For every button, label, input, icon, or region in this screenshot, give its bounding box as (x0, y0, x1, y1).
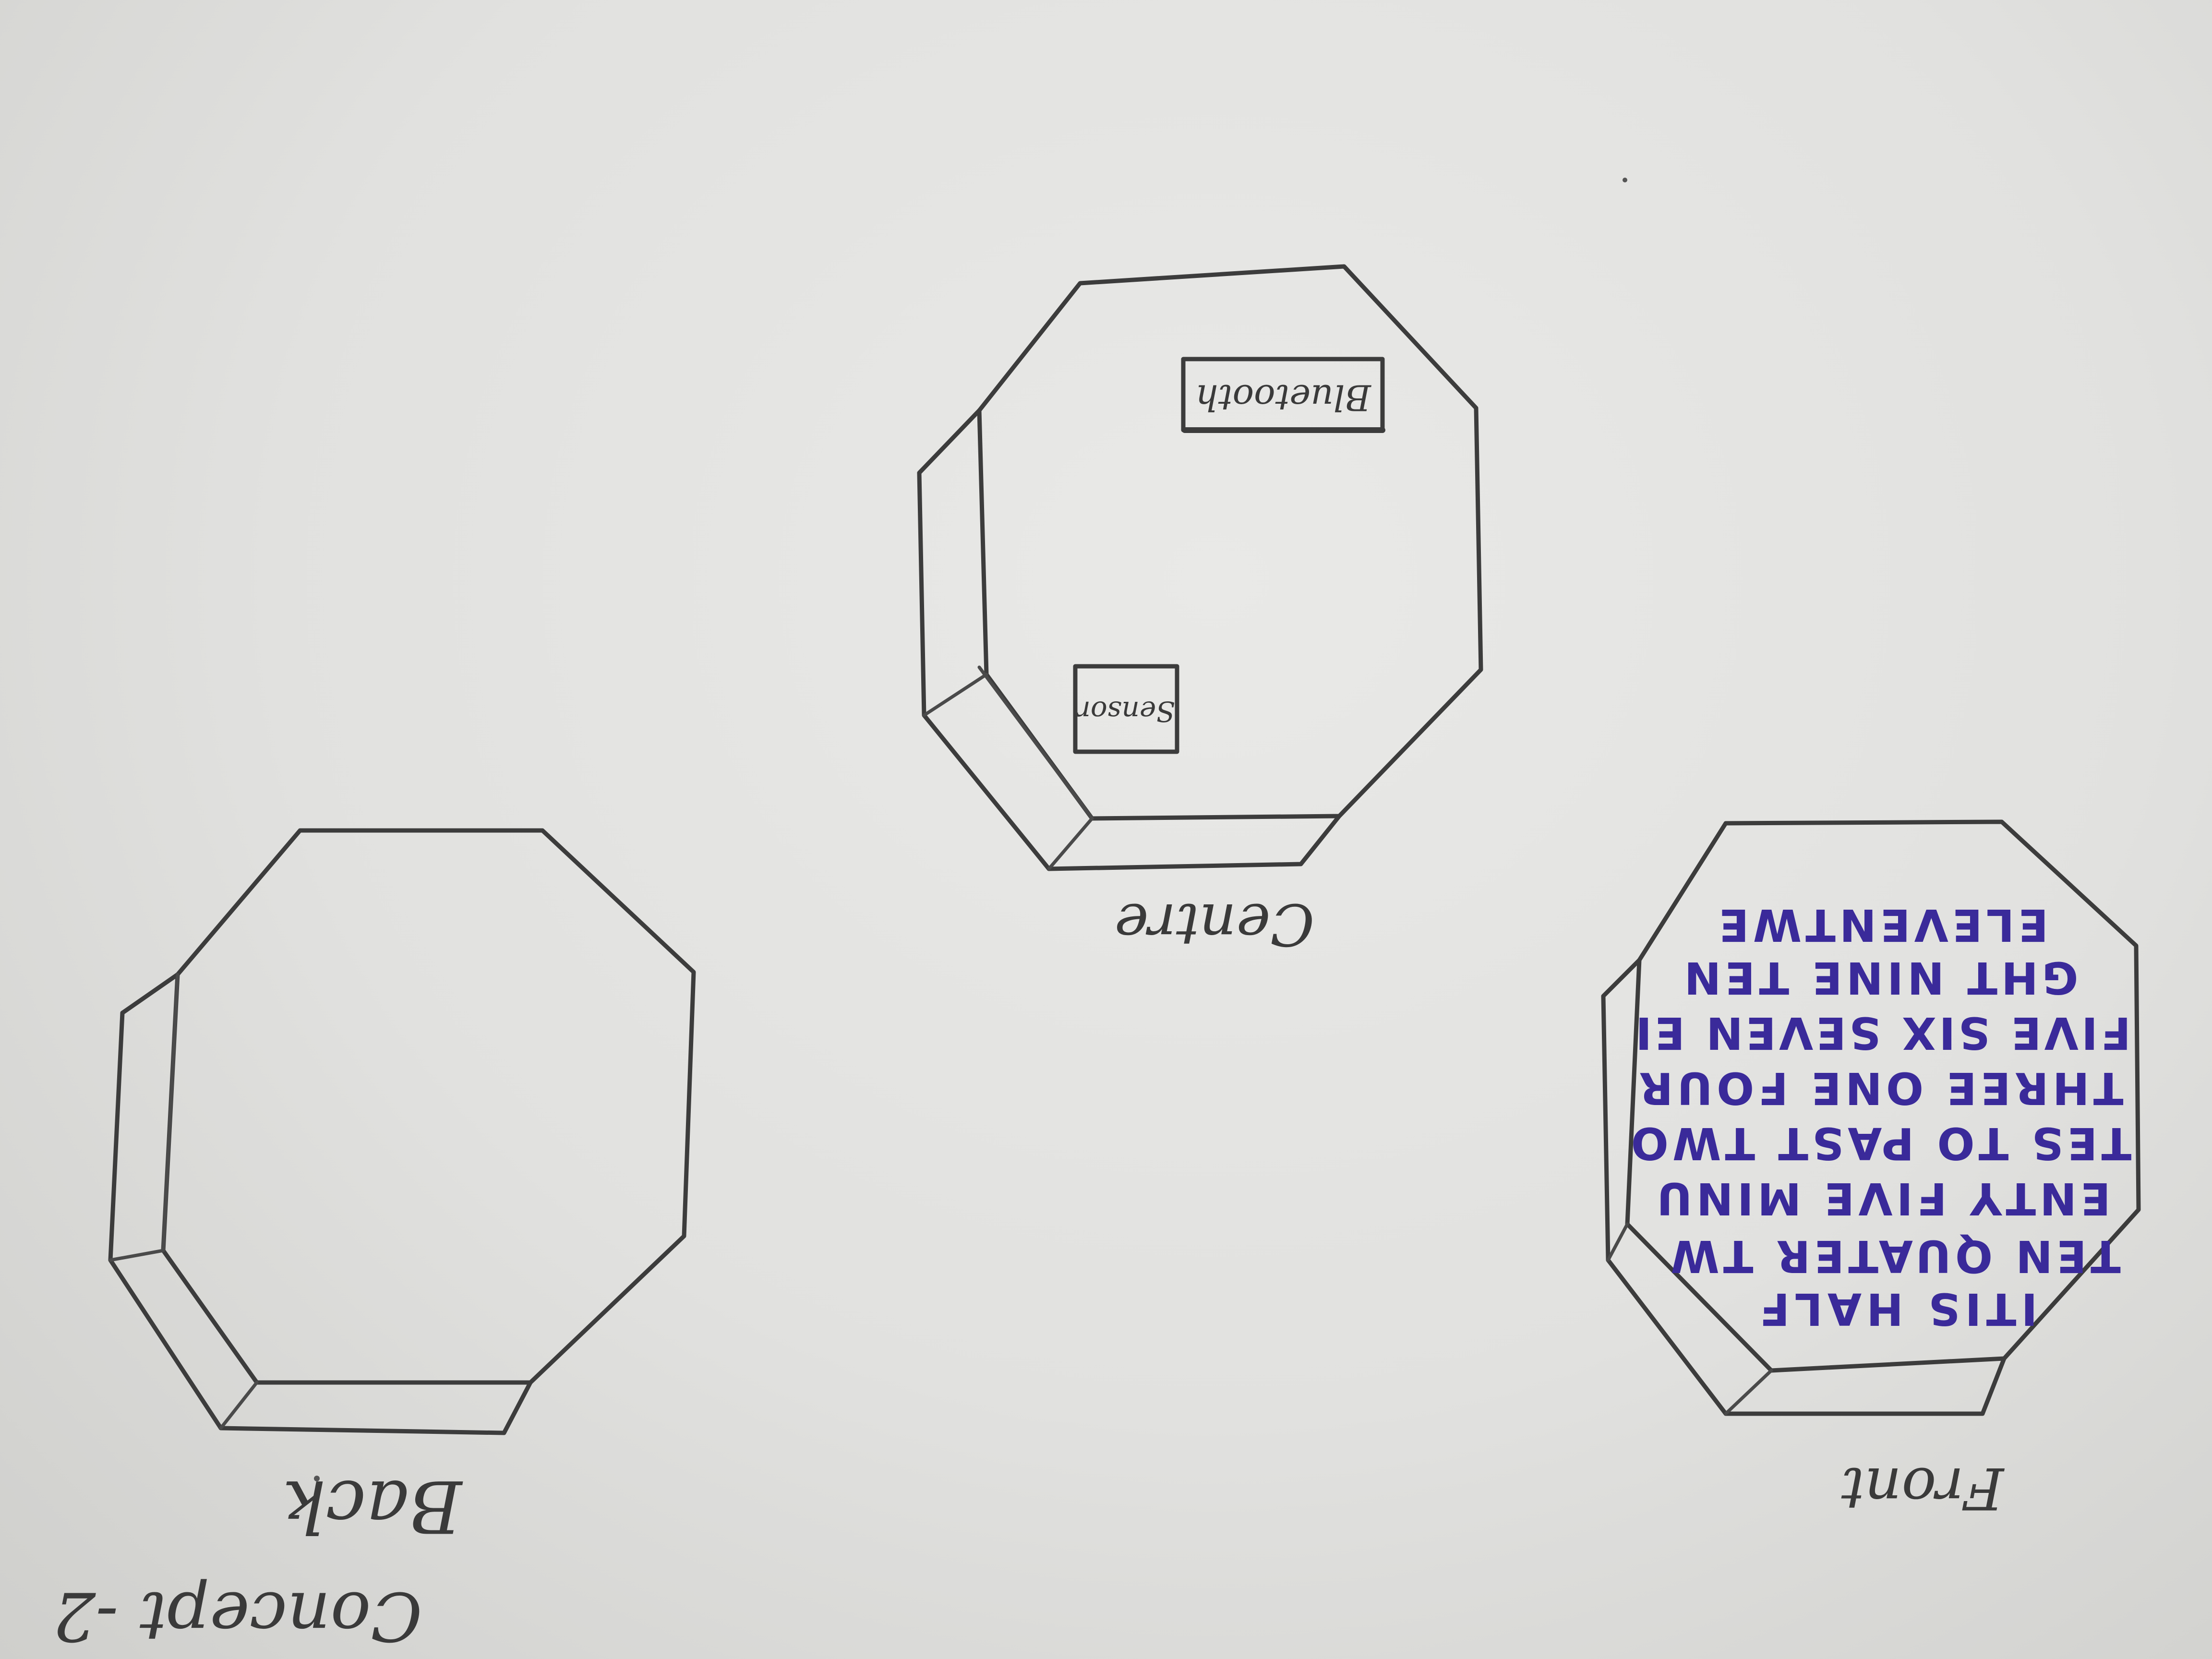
word-row-4: TES TO PAST TWO (1627, 1118, 2132, 1169)
concept-title: Concept -2 (53, 1577, 422, 1655)
back-octagon (108, 828, 696, 1435)
word-row-2: TEN QUATER TW (1667, 1230, 2120, 1282)
back-caption: Back (282, 1464, 464, 1548)
pencil-dot (314, 1476, 320, 1481)
word-row-5: THREE ONE FOUR (1635, 1062, 2124, 1114)
word-row-8: ELEVENTWE (1715, 899, 2048, 950)
word-row-6: FIVE SIX SEVEN EI (1633, 1007, 2131, 1058)
centre-octagon (917, 264, 1483, 871)
pencil-dot (1623, 178, 1627, 182)
front-octagon (1601, 819, 2141, 1416)
sensor-label: Sensor (1076, 695, 1175, 728)
bluetooth-module: Bluetooth (1181, 357, 1385, 433)
word-row-7: GHT NINE TEN (1681, 952, 2079, 1003)
centre-caption: Centre (1115, 890, 1315, 957)
word-row-3: ENTY FIVE MINU (1653, 1173, 2111, 1224)
sensor-module: Sensor (1073, 664, 1179, 754)
word-row-1: ITIS HALF (1755, 1283, 2037, 1334)
word-clock-face: ITIS HALF TEN QUATER TW ENTY FIVE MINU T… (1627, 899, 2132, 1334)
front-caption: Front (1841, 1455, 2005, 1521)
bluetooth-label: Bluetooth (1195, 377, 1372, 418)
